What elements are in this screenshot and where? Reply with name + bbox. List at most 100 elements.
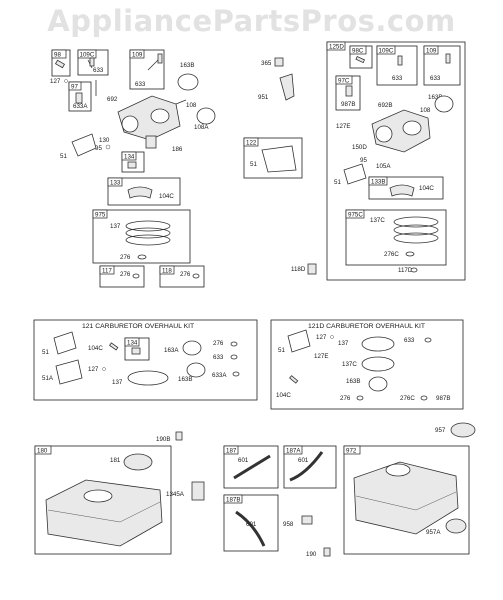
part-label[interactable]: 957A <box>426 529 441 536</box>
part-label[interactable]: 122 <box>246 140 257 147</box>
part-label[interactable]: 187 <box>226 448 237 455</box>
part-label[interactable]: 633 <box>430 75 441 82</box>
part-label[interactable]: 180 <box>37 448 48 455</box>
part-label[interactable]: 109 <box>426 48 437 55</box>
part-label[interactable]: 692B <box>378 102 392 109</box>
part-label[interactable]: 187A <box>286 448 301 455</box>
part-label[interactable]: 972 <box>346 448 357 455</box>
part-label[interactable]: 633 <box>404 337 415 344</box>
part-label[interactable]: 987B <box>436 395 450 402</box>
part-label[interactable]: 105A <box>376 163 391 170</box>
part-label[interactable]: 190B <box>156 436 170 443</box>
part-label[interactable]: 109 <box>132 52 143 59</box>
part-label[interactable]: 975C <box>348 212 363 219</box>
part-label[interactable]: 276 <box>120 271 131 278</box>
part-label[interactable]: 137 <box>112 379 123 386</box>
part-label[interactable]: 163B <box>428 94 442 101</box>
part-label[interactable]: 51A <box>42 375 54 382</box>
part-label[interactable]: 97 <box>71 84 78 91</box>
part-label[interactable]: 118 <box>162 268 172 275</box>
part-label[interactable]: 134 <box>127 340 138 347</box>
part-label[interactable]: 127 <box>316 334 327 341</box>
part-label[interactable]: 181 <box>110 457 121 464</box>
part-label[interactable]: 601 <box>238 457 249 464</box>
kit-121d-box: 121D CARBURETOR OVERHAUL KIT 51 127 137 … <box>270 319 464 410</box>
kit-title: 121D CARBURETOR OVERHAUL KIT <box>308 323 425 330</box>
part-label[interactable]: 127 <box>88 366 99 373</box>
part-label[interactable]: 104C <box>276 392 291 399</box>
part-label[interactable]: 104C <box>88 345 103 352</box>
part-label[interactable]: 108 <box>420 107 431 114</box>
fuel-system-group: 190B 957 180 181 1345A 187 601 187A 601 … <box>34 422 476 558</box>
part-label[interactable]: 127E <box>336 123 350 130</box>
part-label[interactable]: 633 <box>392 75 403 82</box>
part-label[interactable]: 276 <box>120 254 131 261</box>
carburetor-body[interactable] <box>117 95 187 149</box>
part-label[interactable]: 109C <box>379 48 394 55</box>
part-label[interactable]: 365 <box>261 60 272 67</box>
part-label[interactable]: 633A <box>73 103 88 110</box>
part-label[interactable]: 108A <box>194 124 209 131</box>
part-label[interactable]: 127 <box>50 78 61 85</box>
part-label[interactable]: 117 <box>102 268 112 275</box>
fuel-tank[interactable] <box>45 479 163 547</box>
part-label[interactable]: 137C <box>342 361 357 368</box>
part-label[interactable]: 133 <box>110 180 121 187</box>
part-label[interactable]: 51 <box>60 153 67 160</box>
carburetor-body-alt[interactable] <box>371 109 431 153</box>
fuel-tank-alt[interactable] <box>353 461 459 535</box>
part-label[interactable]: 137 <box>338 340 349 347</box>
part-label[interactable]: 137 <box>110 223 121 230</box>
part-label[interactable]: 163A <box>164 347 179 354</box>
part-label[interactable]: 633 <box>93 67 104 74</box>
part-label[interactable]: 276 <box>180 271 191 278</box>
part-label[interactable]: 117D <box>398 267 413 274</box>
part-label[interactable]: 104C <box>419 185 434 192</box>
part-label[interactable]: 957 <box>435 427 446 434</box>
part-label[interactable]: 633 <box>135 81 146 88</box>
part-label[interactable]: 163B <box>180 62 194 69</box>
part-label[interactable]: 51 <box>278 347 285 354</box>
part-label[interactable]: 108 <box>186 102 197 109</box>
part-label[interactable]: 633A <box>212 372 227 379</box>
part-label[interactable]: 95 <box>360 157 367 164</box>
part-label[interactable]: 276 <box>213 340 224 347</box>
part-label[interactable]: 276C <box>384 251 399 258</box>
part-label[interactable]: 137C <box>370 217 385 224</box>
part-label[interactable]: 987B <box>341 101 355 108</box>
part-label[interactable]: 130 <box>99 137 110 144</box>
part-label[interactable]: 95 <box>95 145 102 152</box>
part-label[interactable]: 601 <box>246 521 257 528</box>
part-label[interactable]: 118D <box>291 266 306 273</box>
part-label[interactable]: 98 <box>54 52 61 59</box>
part-label[interactable]: 134 <box>124 154 135 161</box>
kit-121-box: 121 CARBURETOR OVERHAUL KIT 51 104C 134 … <box>33 319 258 401</box>
part-label[interactable]: 51 <box>334 179 341 186</box>
part-label[interactable]: 633 <box>213 354 224 361</box>
part-label[interactable]: 133B <box>371 179 385 186</box>
part-label[interactable]: 951 <box>258 94 269 101</box>
part-label[interactable]: 104C <box>159 193 174 200</box>
part-label[interactable]: 109C <box>80 52 95 59</box>
part-label[interactable]: 958 <box>283 521 294 528</box>
part-label[interactable]: 601 <box>298 457 309 464</box>
part-label[interactable]: 98C <box>352 48 364 55</box>
part-label[interactable]: 51 <box>42 349 49 356</box>
part-label[interactable]: 692 <box>107 96 118 103</box>
part-label[interactable]: 1345A <box>166 491 185 498</box>
part-label[interactable]: 125D <box>329 44 344 51</box>
part-label[interactable]: 186 <box>172 146 183 153</box>
part-label[interactable]: 163B <box>346 378 360 385</box>
part-label[interactable]: 163B <box>178 376 192 383</box>
part-label[interactable]: 97C <box>338 78 350 85</box>
part-label[interactable]: 51 <box>250 161 257 168</box>
part-label[interactable]: 187B <box>226 497 240 504</box>
part-label[interactable]: 276C <box>400 395 415 402</box>
part-label[interactable]: 276 <box>340 395 351 402</box>
middle-parts-group: 365 951 122 51 <box>243 57 303 179</box>
kit-title: 121 CARBURETOR OVERHAUL KIT <box>82 323 194 330</box>
part-label[interactable]: 975 <box>95 212 106 219</box>
part-label[interactable]: 150D <box>352 144 367 151</box>
part-label[interactable]: 190 <box>306 551 317 558</box>
part-label[interactable]: 127E <box>314 353 328 360</box>
